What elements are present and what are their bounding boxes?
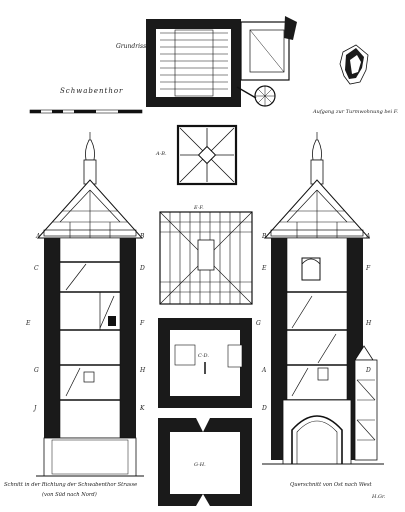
section-left-letter-a: A (35, 233, 41, 240)
scale-bar (29, 109, 143, 114)
plan-cd-label: C-D. (198, 353, 209, 359)
section-right-letter-b: B (261, 233, 267, 240)
section-right: B E G A D A F H D Querschnitt von Ost na… (256, 132, 386, 500)
ground-plan-label: Grundriss (116, 43, 146, 50)
section-left-letter-g: G (34, 367, 39, 374)
plan-ef-label: E-F. (193, 205, 204, 211)
section-left-letter-b: B (139, 233, 145, 240)
plan-ab: A-B. (155, 124, 238, 186)
section-right-letter-g: G (256, 320, 261, 327)
section-right-letter-e: E (261, 265, 267, 272)
stair-detail-label: Aufgang zur Turmwohnung bei F. (312, 109, 398, 115)
section-right-caption: Querschnitt von Ost nach West (290, 482, 373, 488)
section-right-letter-a2: A (365, 233, 371, 240)
signature: H.Gr. (371, 494, 386, 500)
section-left-caption-sub: (von Süd nach Nord) (42, 491, 97, 498)
section-left-letter-e: E (25, 320, 31, 327)
stair-detail: Aufgang zur Turmwohnung bei F. (312, 44, 398, 115)
plan-gh: G-H. (158, 418, 252, 506)
ground-plan: Grundriss (116, 16, 297, 107)
plan-ab-label: A-B. (155, 151, 167, 157)
section-right-letter-d2: D (365, 367, 371, 374)
section-left-letter-c: C (34, 265, 39, 272)
section-left-letter-h: H (139, 367, 146, 374)
section-right-letter-h: H (365, 320, 372, 327)
section-left-letter-d: D (139, 265, 145, 272)
plan-ef: E-F. (159, 205, 253, 305)
title-block: Schwabenthor (29, 87, 143, 114)
section-right-letter-a: A (261, 367, 267, 374)
section-left-caption: Schnitt in der Richtung der Schwabenthor… (4, 482, 137, 488)
section-left-letter-j: J (32, 405, 37, 412)
section-left-letter-k: K (139, 405, 145, 412)
section-left-letter-f: F (139, 320, 145, 327)
section-right-letter-d: D (261, 405, 267, 412)
section-left: A C E G J B D F H K Schnitt in der Richt… (4, 132, 146, 498)
plan-cd: C-D. (158, 318, 252, 408)
title: Schwabenthor (60, 87, 123, 95)
plan-gh-label: G-H. (194, 462, 206, 468)
section-right-letter-f: F (365, 265, 371, 272)
